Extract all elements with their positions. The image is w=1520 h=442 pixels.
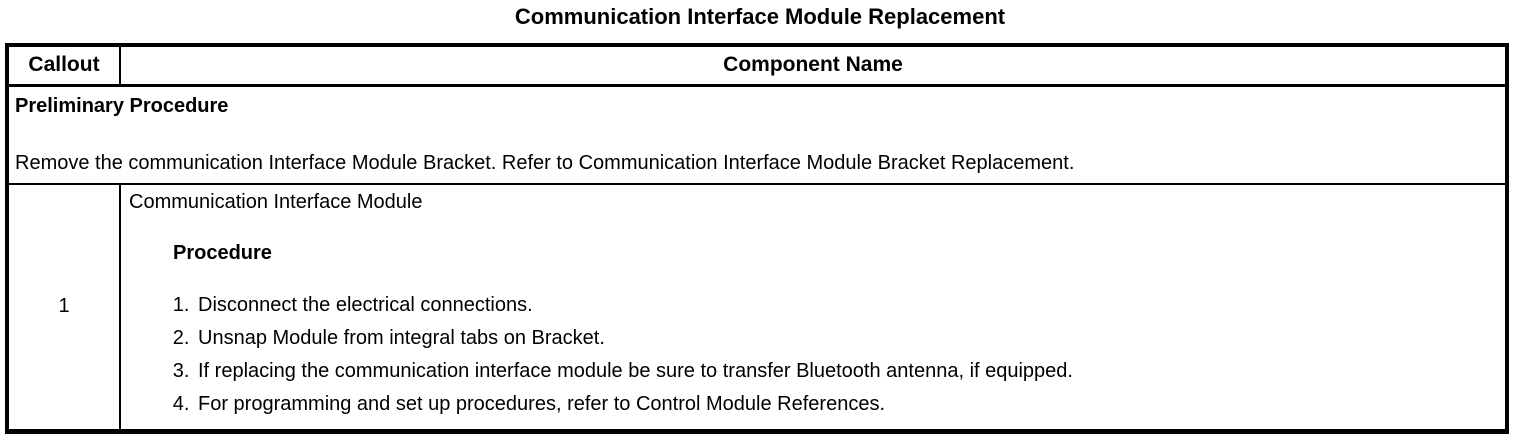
procedure-step: If replacing the communication interface…	[195, 359, 1497, 383]
procedure-step-text: For programming and set up procedures, r…	[198, 392, 886, 415]
procedure-step: Unsnap Module from integral tabs on Brac…	[195, 326, 1497, 350]
callout-column-header: Callout	[6, 44, 121, 87]
procedure-step: Disconnect the electrical connections.	[195, 293, 1497, 317]
procedure-step-text: Unsnap Module from integral tabs on Brac…	[198, 326, 605, 349]
procedure-step-text: Disconnect the electrical connections.	[198, 293, 533, 316]
component-cell: Communication Interface Module Procedure…	[119, 182, 1508, 432]
component-name-column-header: Component Name	[119, 44, 1508, 87]
procedure-steps-list: Disconnect the electrical connections. U…	[129, 293, 1497, 416]
preliminary-procedure-heading: Preliminary Procedure	[15, 94, 229, 117]
component-name: Communication Interface Module	[129, 190, 423, 213]
callout-number: 1	[6, 182, 121, 432]
procedure-heading: Procedure	[173, 241, 272, 264]
table-header-row: Callout Component Name	[6, 44, 1508, 87]
preliminary-procedure-row: Preliminary Procedure Remove the communi…	[6, 84, 1508, 185]
page-title: Communication Interface Module Replaceme…	[514, 4, 1006, 29]
preliminary-procedure-text: Remove the communication Interface Modul…	[15, 151, 1075, 174]
procedure-step-text: If replacing the communication interface…	[198, 359, 1073, 382]
procedure-step: For programming and set up procedures, r…	[195, 392, 1497, 416]
component-table: Callout Component Name Preliminary Proce…	[5, 43, 1509, 434]
table-row: 1 Communication Interface Module Procedu…	[6, 182, 1508, 432]
preliminary-procedure-cell: Preliminary Procedure Remove the communi…	[6, 84, 1508, 185]
